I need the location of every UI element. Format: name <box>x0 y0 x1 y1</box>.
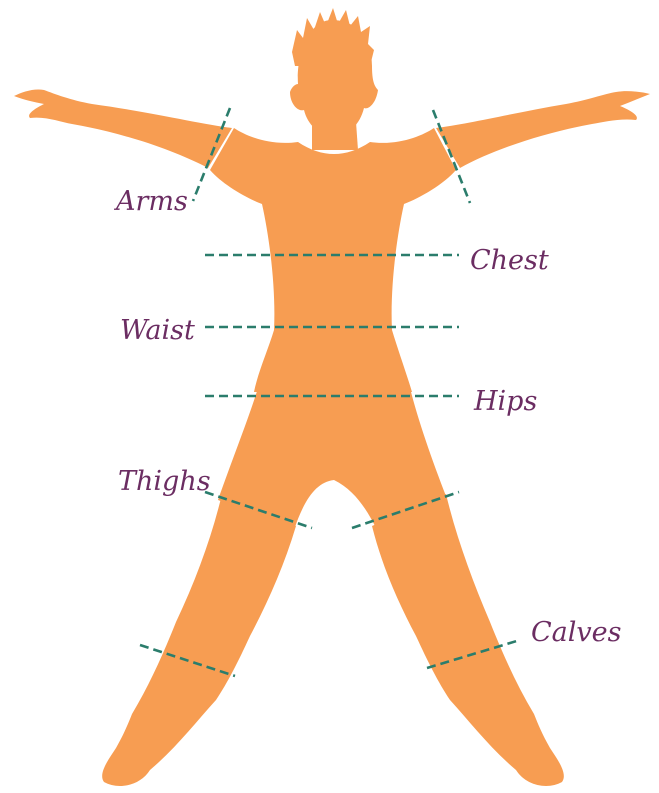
thighs-label: Thighs <box>118 466 211 497</box>
left-leg <box>102 494 296 786</box>
calves-label: Calves <box>531 617 621 648</box>
right-arm <box>436 91 650 168</box>
neck <box>312 122 358 150</box>
left-arm <box>14 89 232 168</box>
hips-label: Hips <box>473 386 537 417</box>
torso <box>210 128 456 392</box>
chest-label: Chest <box>470 245 549 276</box>
arms-label: Arms <box>113 186 188 217</box>
waist-label: Waist <box>120 315 195 346</box>
